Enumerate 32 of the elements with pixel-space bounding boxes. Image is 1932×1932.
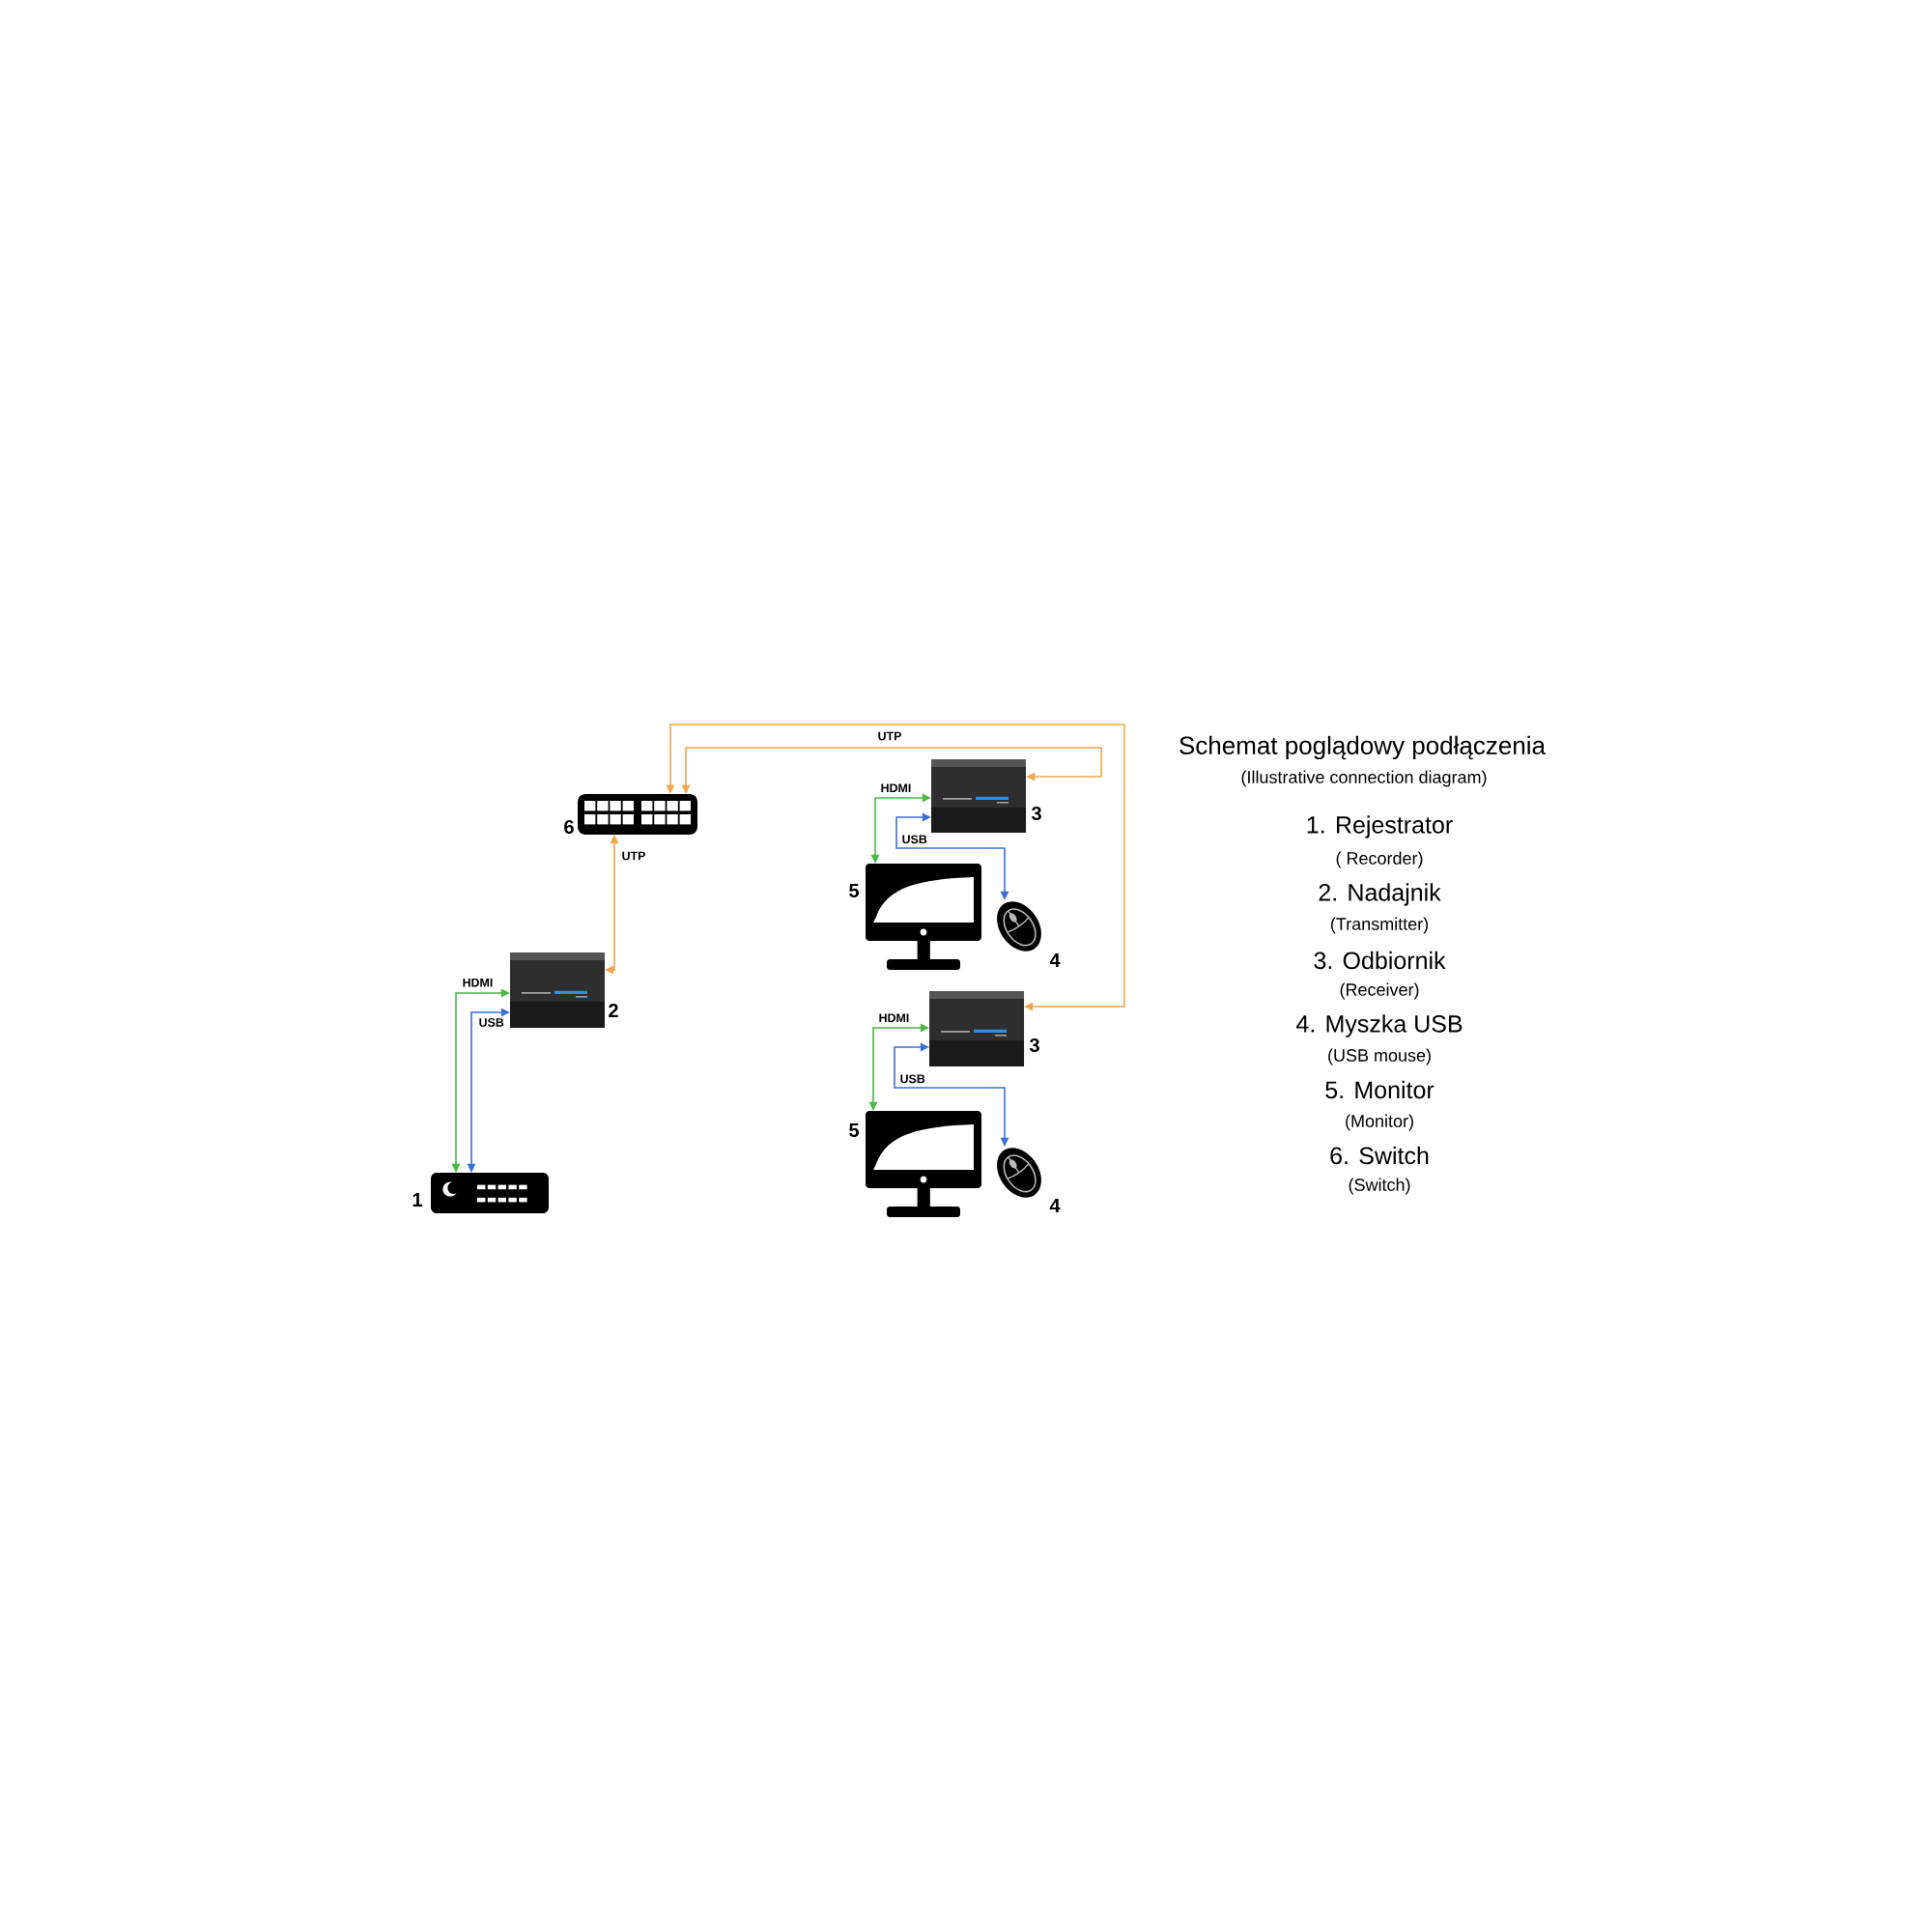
translation-text: (Transmitter): [1331, 917, 1429, 934]
list-item: 1. Rejestrator: [1307, 815, 1453, 838]
mouse-picture: [997, 901, 1041, 952]
subtitle: (Illustrative connection diagram): [1241, 770, 1487, 787]
list-item: 2. Nadajnik: [1319, 883, 1441, 906]
callout-number: 3: [1029, 1037, 1039, 1053]
recorder-picture: [431, 1173, 549, 1213]
translation-text: ( Recorder): [1336, 851, 1423, 868]
list-item: 5. Monitor: [1325, 1080, 1435, 1099]
callout-number: 4: [1049, 953, 1061, 967]
extender-picture: [929, 991, 1024, 1066]
translation-text: (Receiver): [1340, 982, 1419, 1000]
list-item: 4. Myszka USB: [1296, 1014, 1463, 1037]
extender-picture: [931, 759, 1026, 833]
callout-number: 2: [609, 1004, 618, 1017]
translation-text: (Monitor): [1346, 1114, 1413, 1131]
network-switch-picture: [578, 794, 697, 835]
heading: Schemat poglądowy podłączenia: [1179, 735, 1546, 760]
callout-number: 3: [1031, 806, 1041, 821]
list-item: 3. Odbiornik: [1314, 951, 1446, 970]
callout-number: 6: [564, 819, 574, 835]
callout-number: 4: [1049, 1199, 1061, 1212]
mouse-picture: [997, 1148, 1041, 1198]
list-item: 6. Switch: [1330, 1146, 1429, 1165]
monitor-picture: [866, 864, 981, 970]
monitor-picture: [866, 1111, 981, 1217]
extender-picture: [510, 952, 605, 1028]
callout-number: 1: [412, 1193, 422, 1207]
callout-number: 5: [849, 884, 859, 897]
callout-number: 5: [849, 1123, 859, 1137]
translation-text: (USB mouse): [1328, 1048, 1431, 1065]
translation-text: (Switch): [1349, 1178, 1410, 1195]
